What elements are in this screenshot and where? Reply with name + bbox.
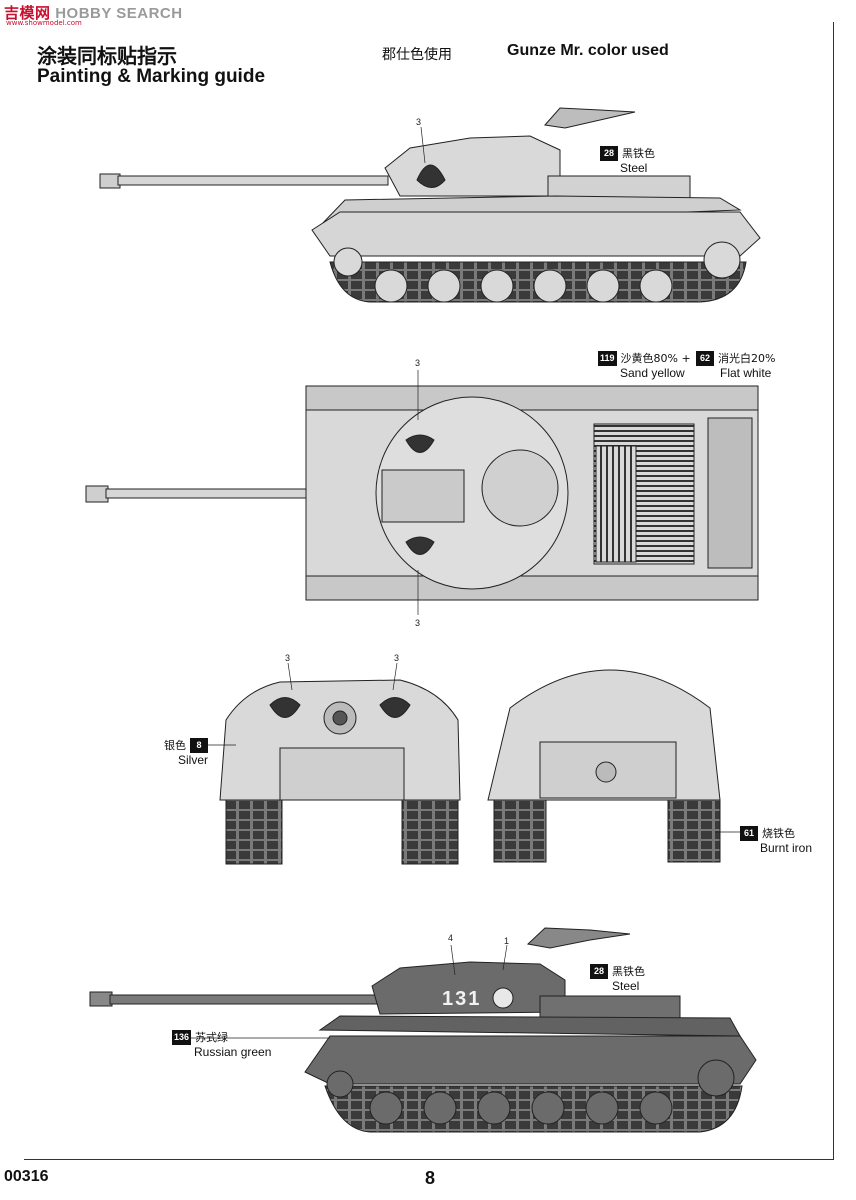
paint-name-en: Silver xyxy=(177,753,208,767)
rear-view xyxy=(487,669,721,863)
paint-name-cn: 消光白20% xyxy=(718,352,776,365)
paint-code: 61 xyxy=(740,826,758,841)
paint-name-en: Russian green xyxy=(194,1045,272,1059)
watermark-logo: 吉模网 HOBBY SEARCH xyxy=(4,2,183,23)
paint-silver: 银色 8 Silver xyxy=(154,738,208,768)
front-view xyxy=(219,679,461,865)
paint-name-cn: 黑铁色 xyxy=(622,147,655,160)
decal-number-plan-top: 3 xyxy=(415,358,421,368)
paint-steel-bottom: 28 黑铁色 Steel xyxy=(590,964,645,994)
gunze-label-cn: 郡仕色使用 xyxy=(382,47,452,63)
product-code: 00316 xyxy=(4,1168,49,1185)
paint-code: 28 xyxy=(590,964,608,979)
paint-name-cn: 沙黄色80% + xyxy=(620,352,691,365)
paint-name-cn: 黑铁色 xyxy=(612,965,645,978)
watermark-en: HOBBY SEARCH xyxy=(55,5,183,22)
paint-code: 62 xyxy=(696,351,714,366)
page-title-en: Painting & Marking guide xyxy=(37,66,266,87)
decal-number-side-top: 3 xyxy=(416,117,422,127)
paint-name-cn: 烧铁色 xyxy=(762,827,795,840)
watermark-url: www.showmodel.com xyxy=(6,19,82,27)
paint-code: 136 xyxy=(172,1030,192,1045)
page-frame xyxy=(24,22,834,1160)
top-view xyxy=(85,385,759,601)
paint-name-en: Burnt iron xyxy=(760,841,813,855)
watermark-cn: 吉模网 xyxy=(4,5,51,22)
paint-flat-white: 62 消光白20% Flat white xyxy=(696,351,775,381)
side-view-sand xyxy=(99,107,761,303)
paint-name-en: Flat white xyxy=(720,366,772,380)
decal-number-bottom-right: 1 xyxy=(504,936,510,946)
decal-number-plan-bottom: 3 xyxy=(415,618,421,628)
paint-name-en: Steel xyxy=(612,979,640,993)
paint-steel-top: 28 黑铁色 Steel xyxy=(600,146,655,176)
side-view-green xyxy=(89,927,757,1133)
paint-code: 119 xyxy=(598,351,617,366)
paint-code: 8 xyxy=(190,738,208,753)
paint-name-en: Steel xyxy=(620,161,648,175)
gunze-label-en: Gunze Mr. color used xyxy=(507,42,669,59)
decal-number-front-right: 3 xyxy=(394,653,400,663)
decal-number-front-left: 3 xyxy=(285,653,291,663)
paint-burnt-iron: 61 烧铁色 Burnt iron xyxy=(740,826,812,856)
paint-name-cn: 苏式绿 xyxy=(195,1031,229,1044)
paint-code: 28 xyxy=(600,146,618,161)
page-number: 8 xyxy=(425,1168,436,1188)
paint-name-cn: 银色 xyxy=(164,739,186,752)
paint-name-en: Sand yellow xyxy=(620,366,685,380)
turret-number: 131 xyxy=(442,988,482,1010)
decal-number-bottom-left: 4 xyxy=(448,933,454,943)
page-title-cn: 涂装同标贴指示 xyxy=(37,44,177,68)
